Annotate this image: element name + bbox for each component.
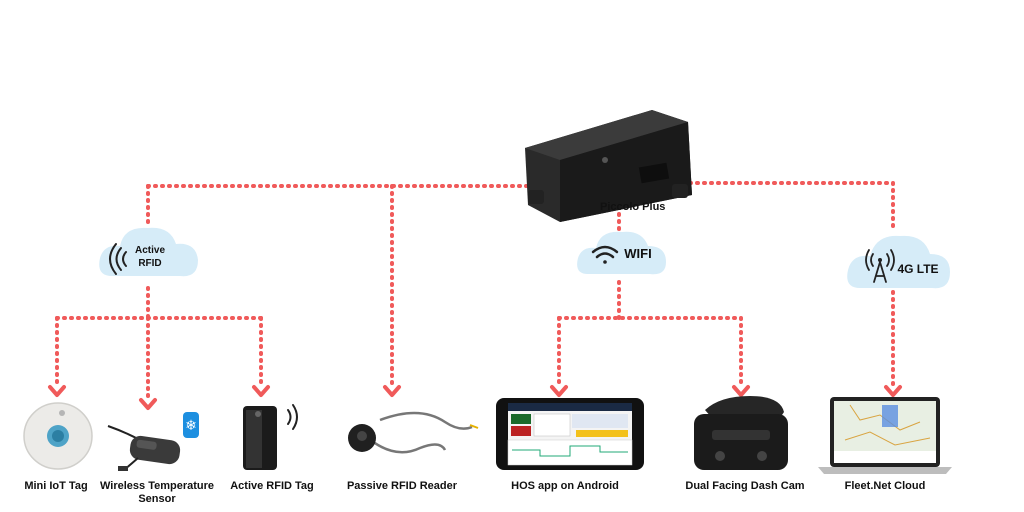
device-label-active-rfid-tag: Active RFID Tag (230, 480, 314, 492)
arrow-mini-tag (48, 385, 66, 397)
connector-rfid-branch (55, 286, 263, 320)
signal-waves-icon (109, 243, 127, 275)
mini-iot-tag-image (23, 402, 93, 470)
connector-wifi-branch (557, 280, 743, 320)
arrow-fleet-cloud (884, 385, 902, 397)
fleet-cloud-laptop-image (818, 397, 952, 474)
arrow-hos-app (550, 385, 568, 397)
piccolo-plus-device (525, 110, 692, 222)
lte-cloud-label: 4G LTE (897, 262, 939, 276)
hub-label: Piccolo Plus (600, 201, 666, 213)
arrow-temp-sensor (139, 398, 157, 410)
wifi-cloud-label: WIFI (624, 246, 652, 261)
temperature-sensor-image: ❄ (107, 412, 199, 471)
passive-rfid-reader-image (348, 411, 479, 454)
svg-text:❄: ❄ (185, 418, 197, 434)
active-rfid-cloud-label-line2: RFID (138, 258, 162, 269)
active-rfid-cloud-label: Active RFID (126, 244, 174, 270)
dash-cam-image (694, 396, 788, 470)
arrow-dash-cam (732, 385, 750, 397)
lte-cloud (847, 235, 950, 289)
wifi-icon (591, 245, 619, 264)
broadcast-waves-icon (287, 404, 298, 430)
device-label-dash-cam: Dual Facing Dash Cam (685, 480, 805, 492)
arrowheads (48, 385, 902, 410)
active-rfid-cloud-label-line1: Active (134, 245, 165, 256)
connector-lines (55, 181, 895, 400)
cell-tower-icon (865, 249, 895, 283)
hos-android-phone-image (496, 398, 644, 470)
active-rfid-cloud (99, 227, 198, 277)
arrow-rfid-tag (252, 385, 270, 397)
device-label-fleet-cloud: Fleet.Net Cloud (844, 480, 926, 492)
device-label-mini-iot-tag: Mini IoT Tag (24, 480, 88, 492)
snowflake-thermometer-icon: ❄ (183, 412, 199, 438)
arrow-passive-reader (383, 385, 401, 397)
device-label-hos-app: HOS app on Android (511, 480, 619, 492)
active-rfid-tag-image (243, 404, 298, 470)
device-label-passive-rfid-reader: Passive RFID Reader (346, 480, 458, 492)
wifi-cloud (577, 231, 666, 275)
device-label-temp-sensor: Wireless Temperature Sensor (99, 480, 215, 505)
